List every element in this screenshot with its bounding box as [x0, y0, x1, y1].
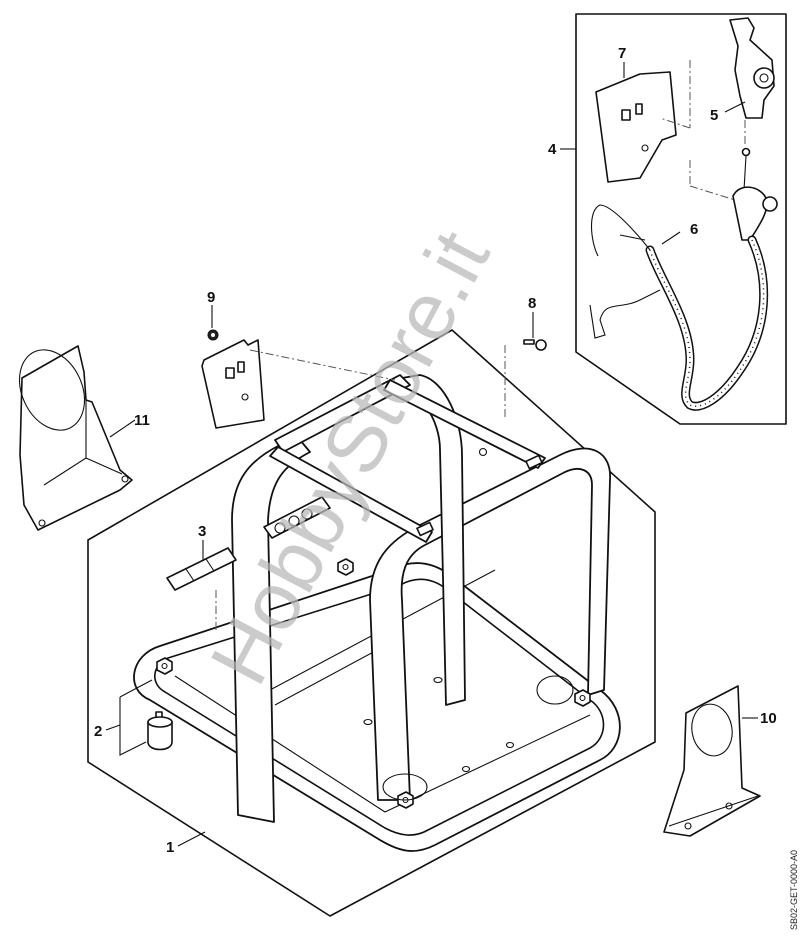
wiring-harness-part — [589, 155, 778, 411]
frame-group-outline — [87, 329, 656, 917]
callout-6: 6 — [690, 221, 698, 238]
callout-5: 5 — [710, 107, 718, 124]
switch-mounting-plate-part — [595, 60, 736, 201]
hex-nut-icon — [156, 657, 173, 675]
callout-3: 3 — [198, 523, 206, 540]
callout-2: 2 — [94, 723, 102, 740]
callout-10: 10 — [760, 710, 777, 727]
frame-part — [133, 374, 621, 852]
callout-11: 11 — [134, 412, 150, 429]
callout-4: 4 — [548, 141, 557, 158]
callout-8: 8 — [528, 295, 536, 312]
drawing-code: SB02-GET-0000-A0 — [789, 850, 799, 930]
control-kit-outline — [560, 13, 787, 425]
nut-part — [207, 305, 219, 341]
callout-1: 1 — [166, 839, 174, 856]
callout-7: 7 — [618, 45, 626, 62]
mounting-bracket-small-part — [663, 685, 761, 837]
rubber-buffer-part — [119, 679, 173, 756]
mounting-bracket-large-part — [18, 345, 136, 531]
warning-decal-part — [166, 496, 331, 630]
switch-plate-center — [201, 339, 506, 429]
screw-part — [523, 312, 547, 351]
hex-nut-icon — [574, 689, 591, 707]
callout-9: 9 — [207, 289, 215, 306]
control-switch-part — [724, 17, 775, 157]
hex-nut-icon — [337, 558, 354, 576]
